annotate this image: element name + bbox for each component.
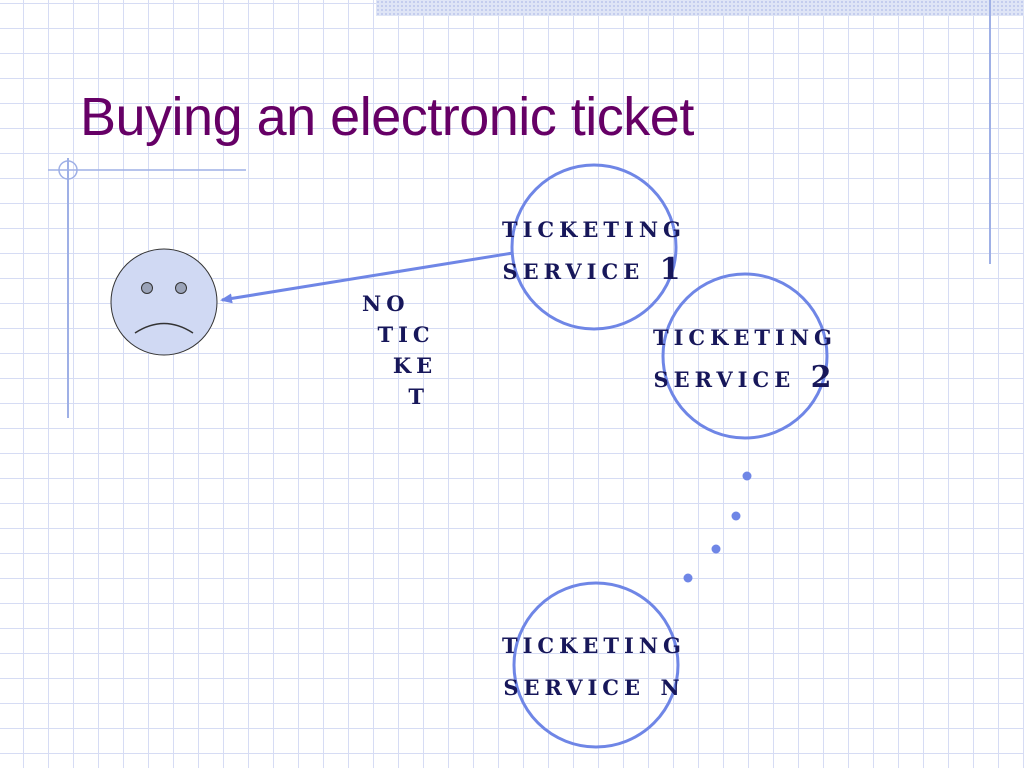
ellipsis-dot	[711, 544, 721, 554]
right-rule	[989, 0, 991, 264]
crosshair-decoration	[48, 158, 246, 418]
service-2-circle	[661, 272, 829, 440]
service-n-circle	[512, 581, 680, 749]
service-2-label-line2: SERVICE 2	[653, 360, 837, 395]
service-2-label-line1: TICKETING	[652, 318, 837, 353]
service-n-label-line2: SERVICE N	[503, 668, 685, 703]
sad-face-icon	[110, 248, 218, 356]
service-1-circle	[510, 163, 678, 331]
slide-title: Buying an electronic ticket	[80, 87, 694, 147]
ellipsis-dot	[731, 511, 741, 521]
service-1-label-line2: SERVICE 1	[502, 252, 686, 287]
service-1-label-line1: TICKETING	[501, 210, 686, 245]
service-n-label-line1: TICKETING	[501, 626, 686, 661]
no-ticket-label: NO TIC KE T	[362, 284, 438, 412]
ellipsis-dots	[683, 471, 752, 583]
header-decoration-band	[376, 0, 1024, 16]
service-n-label: TICKETING SERVICE N	[430, 623, 758, 707]
ellipsis-dot	[683, 573, 693, 583]
response-arrow	[220, 251, 514, 304]
ellipsis-dot	[742, 471, 752, 481]
service-1-label: TICKETING SERVICE 1	[430, 207, 758, 291]
service-2-label: TICKETING SERVICE 2	[581, 315, 909, 399]
